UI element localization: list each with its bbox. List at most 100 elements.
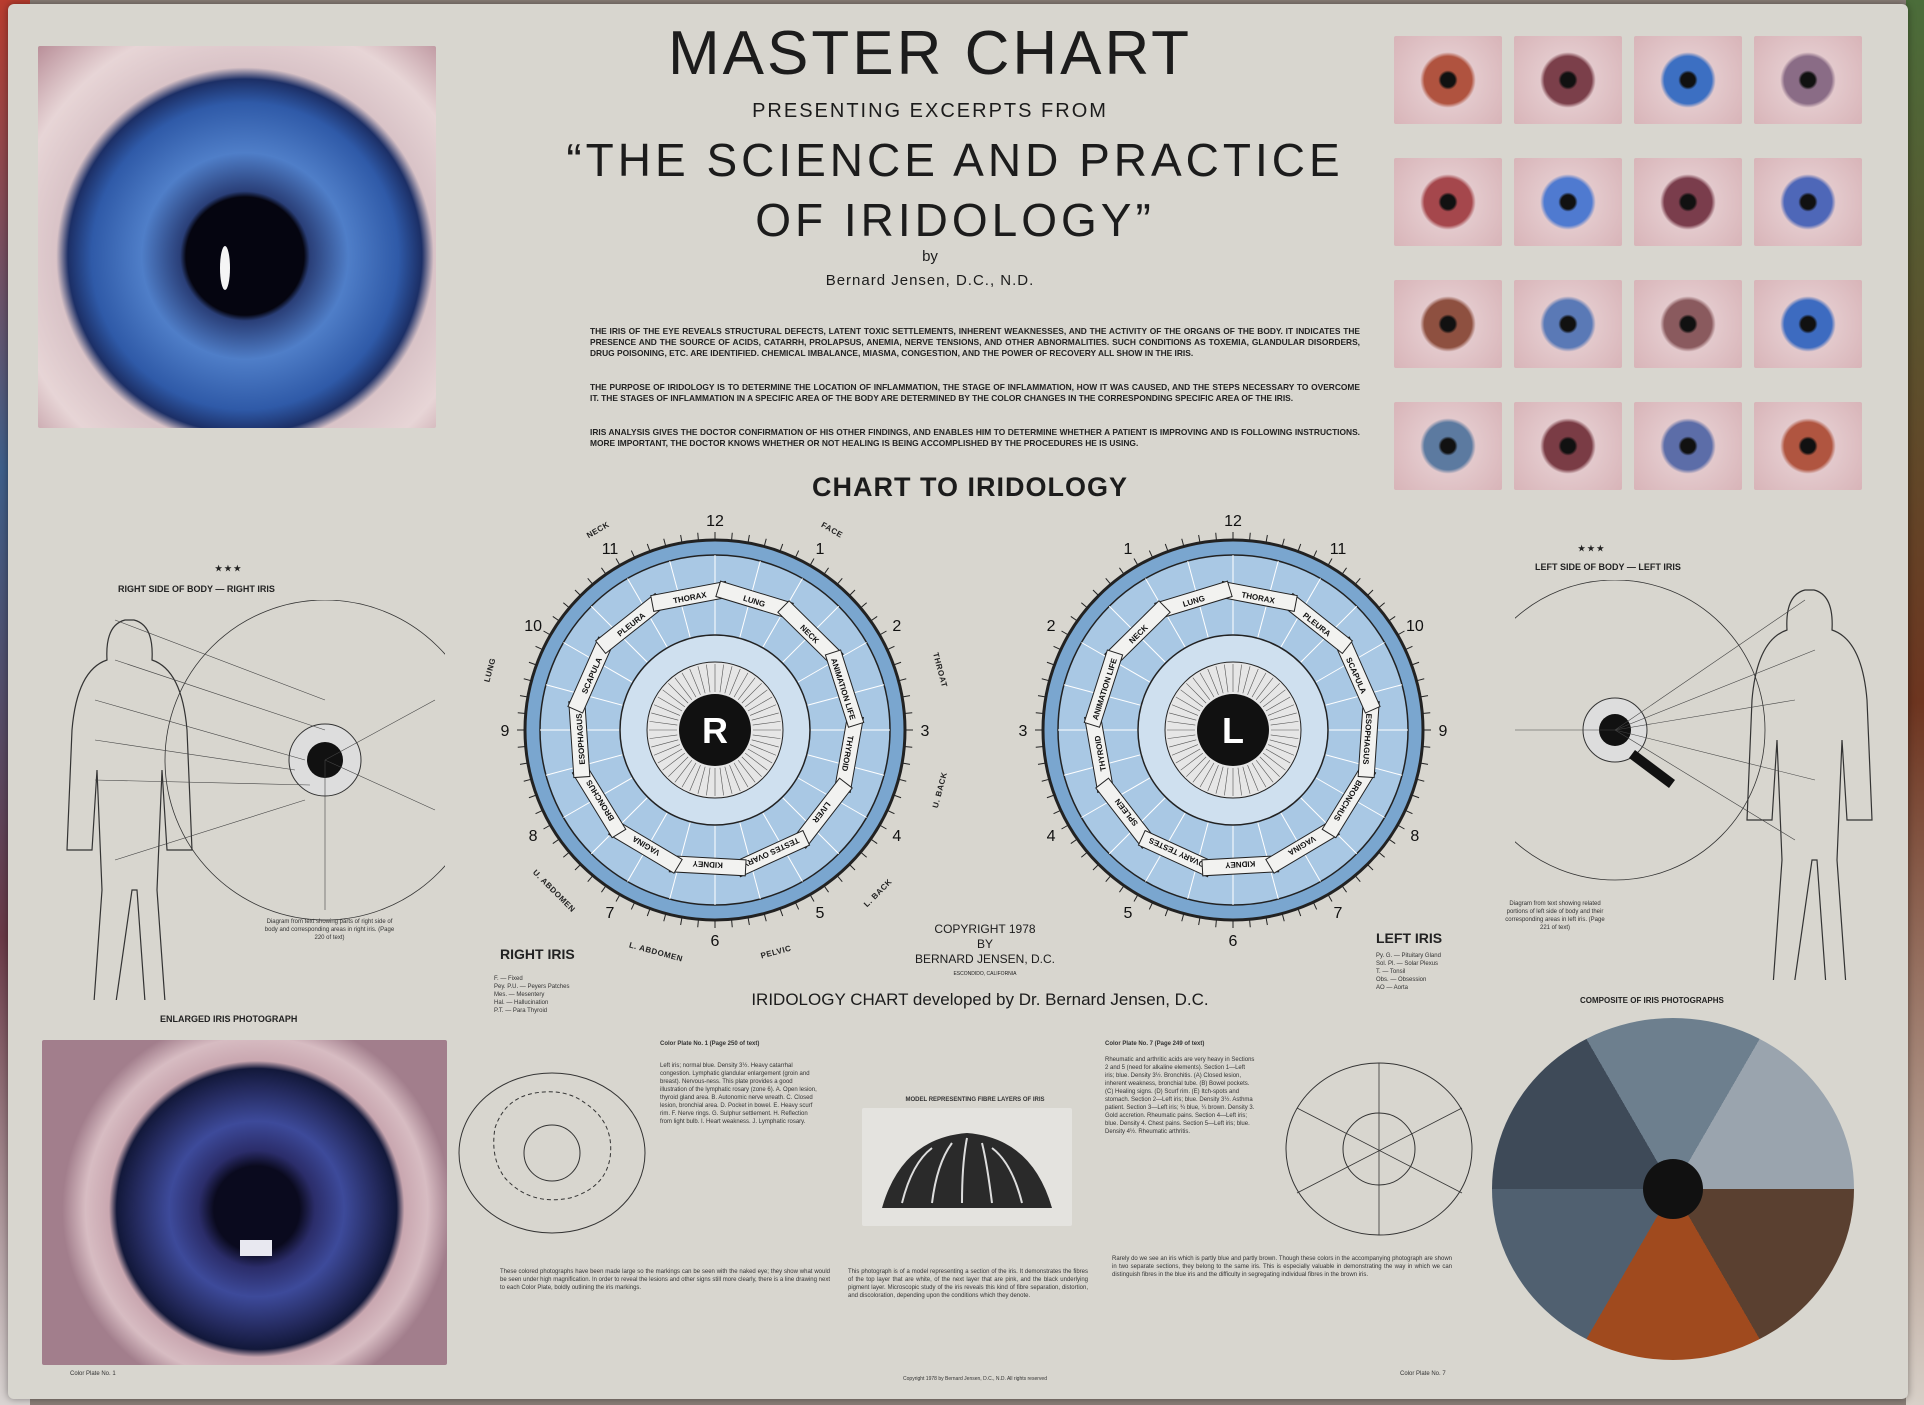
tick-mark — [860, 602, 867, 609]
tick-mark — [886, 809, 895, 815]
tick-mark — [747, 917, 750, 926]
plate-number-1: Color Plate No. 1 — [70, 1371, 116, 1377]
tick-mark — [535, 809, 544, 815]
large-blue-iris-photo — [38, 46, 436, 428]
iris-swatch — [1754, 158, 1862, 246]
stomach-ray — [706, 767, 711, 796]
tick-mark — [601, 567, 607, 575]
legend-item: AO — Aorta — [1376, 985, 1409, 991]
tick-mark — [1061, 824, 1069, 830]
tick-mark — [528, 794, 537, 799]
stomach-ray — [744, 752, 768, 771]
organ-box — [824, 649, 865, 728]
composite-explanation: Rarely do we see an iris which is partly… — [1112, 1256, 1452, 1278]
plate1-line-drawing — [458, 1072, 646, 1234]
stomach-ray — [1180, 752, 1204, 771]
tick-mark — [680, 917, 683, 926]
clock-number: 2 — [1047, 618, 1056, 635]
tick-mark — [836, 578, 843, 585]
stomach-ray — [1255, 677, 1274, 701]
stomach-ray — [1265, 696, 1291, 712]
clock-number: 3 — [921, 723, 930, 740]
tick-mark — [663, 538, 667, 547]
tick-mark — [1354, 875, 1361, 882]
stomach-ray — [1175, 748, 1201, 764]
tick-mark — [1053, 809, 1062, 815]
left-legend: Py. G. — Pituitary Gland Sol. Pl. — Sola… — [1376, 952, 1486, 992]
stomach-ray — [752, 721, 781, 726]
subtitle: PRESENTING EXCERPTS FROM — [752, 100, 1108, 122]
stomach-ray — [1242, 766, 1251, 794]
iris-swatch — [1514, 158, 1622, 246]
copyright-block: COPYRIGHT 1978 BY BERNARD JENSEN, D.C. E… — [890, 922, 1080, 982]
tick-mark — [615, 558, 621, 566]
stomach-ray — [749, 744, 777, 756]
clock-number: 1 — [816, 541, 825, 558]
tick-mark — [1215, 532, 1217, 541]
stomach-ray — [741, 756, 762, 777]
pupil — [1197, 694, 1269, 766]
composite-label: COMPOSITE OF IRIS PHOTOGRAPHS — [1580, 996, 1724, 1005]
iris-swatch — [1754, 36, 1862, 124]
tick-mark — [1070, 838, 1078, 844]
tick-mark — [1037, 695, 1046, 698]
tick-mark — [1416, 678, 1425, 682]
copyright-line: COPYRIGHT 1978 — [934, 922, 1036, 936]
organ-label: ESOPHAGUS — [575, 713, 587, 765]
clock-number: 5 — [1124, 905, 1133, 922]
stomach-ray — [1215, 666, 1224, 694]
tick-mark — [697, 919, 699, 928]
model-explanation: This photograph is of a model representi… — [848, 1269, 1088, 1299]
tick-mark — [1341, 885, 1347, 893]
tick-mark — [904, 746, 913, 748]
clock-number: 5 — [816, 905, 825, 922]
stomach-ray — [747, 696, 773, 712]
intro-paragraph-2: THE PURPOSE OF IRIDOLOGY IS TO DETERMINE… — [590, 382, 1360, 403]
enlarged-iris-label: ENLARGED IRIS PHOTOGRAPH — [160, 1014, 298, 1024]
stomach-ray — [1269, 712, 1297, 721]
fibre-model-photo — [862, 1108, 1072, 1226]
tick-mark — [1046, 661, 1055, 666]
tick-mark — [1061, 630, 1069, 636]
tick-mark — [1119, 567, 1125, 575]
author: Bernard Jensen, D.C., N.D. — [825, 272, 1035, 289]
tick-mark — [1312, 901, 1318, 910]
pupil — [1643, 1159, 1703, 1219]
tick-mark — [1420, 762, 1429, 765]
stomach-ray — [1207, 764, 1219, 792]
legend-item: P.T. — Para Thyroid — [494, 1008, 548, 1014]
legend-item: Hal. — Hallucination — [494, 1000, 549, 1006]
iris-letter: R — [702, 710, 728, 751]
tick-mark — [630, 550, 636, 559]
stomach-ray — [1186, 683, 1207, 704]
clock-number: 8 — [1410, 828, 1419, 845]
tick-mark — [519, 695, 528, 698]
iris-swatch — [1634, 36, 1742, 124]
tick-mark — [615, 894, 621, 902]
tick-mark — [1249, 532, 1251, 541]
left-iris-caption: LEFT IRIS — [1376, 930, 1443, 946]
tick-mark — [794, 550, 800, 559]
legend-item: Sol. Pl. — Solar Plexus — [1376, 961, 1439, 967]
stomach-ray — [1247, 764, 1259, 792]
stomach-ray — [1255, 759, 1274, 783]
tick-mark — [1053, 645, 1062, 651]
stomach-ray — [1259, 683, 1280, 704]
stomach-ray — [1247, 668, 1259, 696]
tick-mark — [1105, 875, 1112, 882]
legend-item: T. — Tonsil — [1376, 969, 1406, 975]
tick-mark — [1133, 894, 1139, 902]
stomach-ray — [1267, 704, 1295, 716]
stomach-ray — [1269, 739, 1297, 748]
tick-mark — [1215, 919, 1217, 928]
clock-number: 10 — [1406, 618, 1424, 635]
intro-paragraph-1: THE IRIS OF THE EYE REVEALS STRUCTURAL D… — [590, 326, 1360, 358]
light-reflection — [240, 1240, 272, 1256]
legend-item: Mes. — Mesentery — [494, 992, 545, 998]
iris-swatch — [1394, 402, 1502, 490]
stomach-ray — [737, 759, 756, 783]
plate1-heading: Color Plate No. 1 (Page 250 of text) — [660, 1041, 760, 1047]
tick-mark — [1070, 616, 1078, 622]
tick-mark — [1148, 550, 1154, 559]
